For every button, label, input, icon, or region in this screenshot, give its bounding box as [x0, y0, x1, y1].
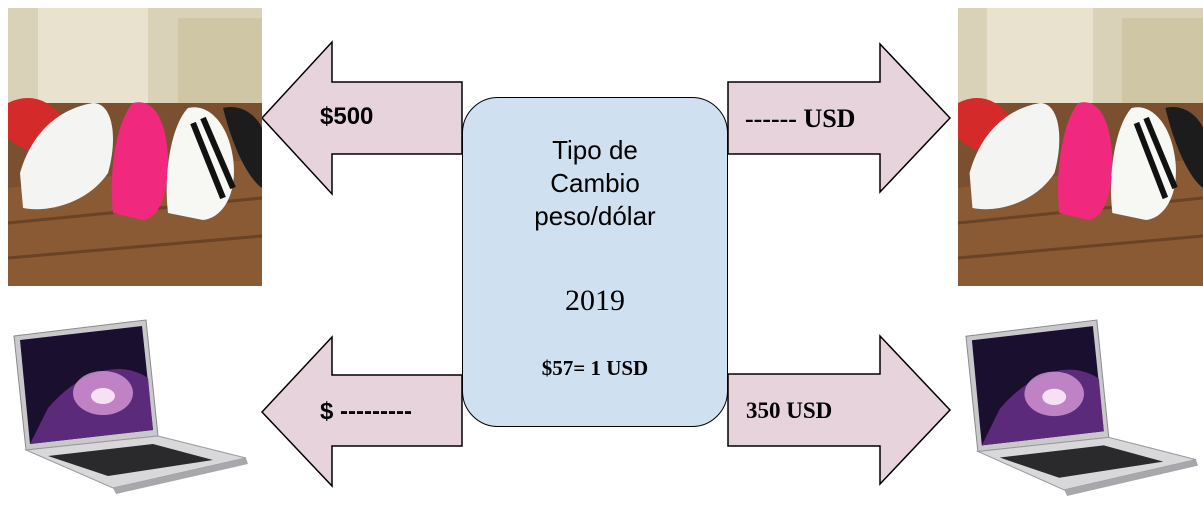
laptop-photo-right	[960, 318, 1200, 498]
top-right-arrow-label: ------ USD	[745, 104, 856, 133]
title-line-1: Tipo de	[552, 135, 638, 165]
arrow-bottom-left	[260, 335, 463, 488]
exchange-rate-box: Tipo de Cambio peso/dólar 2019 $57= 1 US…	[462, 97, 728, 427]
arrow-top-right	[727, 42, 952, 194]
bottom-left-arrow-label: $ ---------	[320, 398, 412, 425]
sneakers-photo-left	[8, 8, 262, 286]
bottom-right-arrow-label: 350 USD	[746, 398, 833, 423]
exchange-rate-title: Tipo de Cambio peso/dólar	[463, 134, 727, 233]
arrow-top-left	[260, 40, 463, 196]
rate-label: $57= 1 USD	[541, 356, 649, 380]
laptop-photo-left	[8, 318, 250, 496]
sneakers-photo-right	[958, 8, 1203, 286]
title-line-2: Cambio	[550, 168, 640, 198]
top-left-arrow-label: $500	[320, 103, 374, 130]
year-label: 2019	[565, 284, 625, 317]
arrow-bottom-right	[727, 334, 952, 486]
title-line-3: peso/dólar	[534, 201, 656, 231]
